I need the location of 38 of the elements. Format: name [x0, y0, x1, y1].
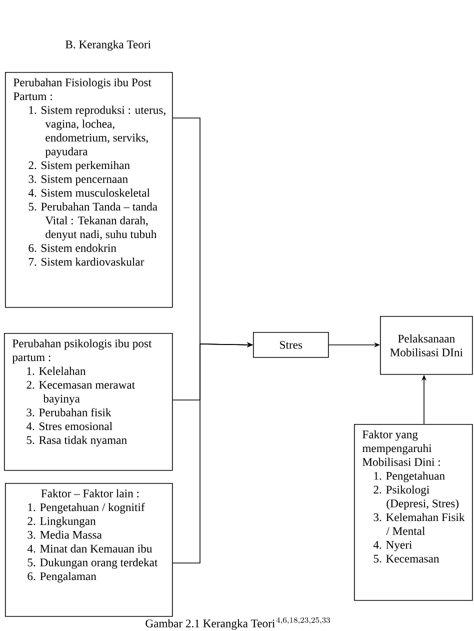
list-box: [5, 483, 173, 617]
list-item: 1. Sistem reproduksi : uterus, vagina, lochea, endometrium, serviks, payudara: [29, 106, 166, 158]
concept-box: [380, 316, 473, 375]
list-item: 4. Stres emosional: [26, 422, 112, 430]
list-item: 6. Sistem endokrin: [28, 244, 116, 252]
section-heading: B. Kerangka Teori: [66, 40, 151, 51]
box-heading: Perubahan Fisiologis ibu Post Partum :: [14, 78, 152, 100]
box-heading: Faktor yang mempengaruhi Mobilisasi Dini :: [362, 430, 440, 466]
list-item: 5. Dukungan orang terdekat: [28, 558, 158, 569]
box-heading: Perubahan psikologis ibu post partum :: [12, 339, 152, 364]
list-box: [5, 72, 173, 308]
list-item: 2. Lingkungan: [28, 516, 96, 528]
list-item: 1. Pengetahuan: [374, 472, 445, 482]
figure-caption: Gambar 2.1 Kerangka Teori: [146, 619, 275, 630]
reference-superscript: $^{4, 6, 18, 23, 25, 33}$: [276, 617, 330, 624]
list-item: 5. Perubahan Tanda – tanda Vital : Tekanan darah, denyut nadi, suhu tubuh: [28, 202, 158, 241]
concept-box: [253, 332, 329, 358]
list-item: 5. Rasa tidak nyaman: [26, 436, 127, 446]
list-item: 7. Sistem kardiovaskular: [28, 258, 144, 266]
list-item: 3. Sistem pencernaan: [28, 175, 128, 186]
box-label: Pelaksanaan Mobilisasi DIni: [390, 334, 463, 356]
box-label: Stres: [280, 341, 302, 349]
list-item: 1. Pengetahuan / kognitif: [28, 502, 145, 514]
list-item: 3. Kelemahan Fisik / Mental: [374, 513, 465, 535]
list-item: 2. Kecemasan merawat bayinya: [26, 380, 135, 405]
list-item: 4. Nyeri: [373, 540, 412, 552]
list-box: [4, 333, 173, 471]
list-item: 4. Sistem musculoskeletal: [28, 188, 150, 197]
list-item: 5. Kecemasan: [374, 554, 440, 563]
list-item: 3. Media Massa: [28, 530, 102, 539]
list-item: 2. Psikologi (Depresi, Stres): [374, 485, 458, 510]
list-item: 1. Kelelahan: [27, 366, 86, 375]
list-item: 2. Sistem perkemihan: [28, 161, 130, 172]
box-heading: Faktor – Faktor lain :: [41, 489, 139, 498]
list-box: [354, 424, 473, 601]
list-item: 3. Perubahan fisik: [26, 408, 112, 416]
list-item: 4. Minat dan Kemauan ibu: [27, 544, 152, 553]
list-item: 6. Pengalaman: [28, 572, 96, 583]
